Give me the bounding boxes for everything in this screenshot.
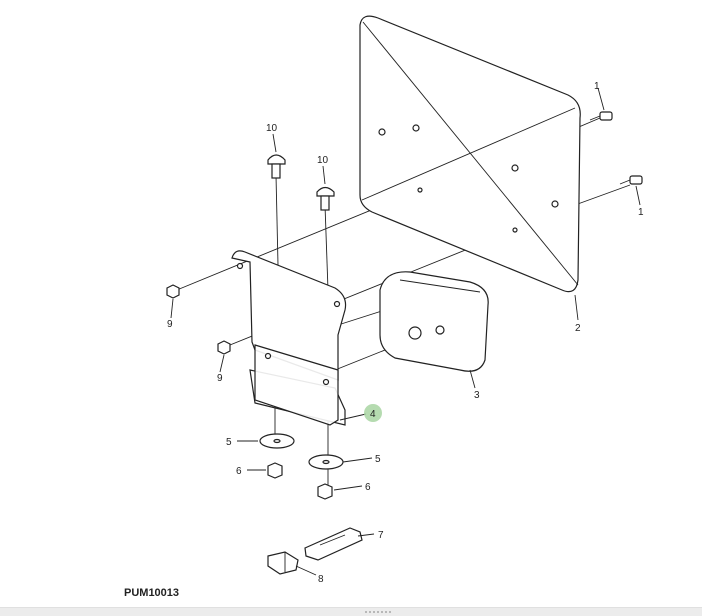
grip-handle-icon[interactable] <box>365 611 393 613</box>
callout-5[interactable]: 5 <box>226 437 232 448</box>
callout-8[interactable]: 8 <box>318 574 324 585</box>
bolt-part-1[interactable] <box>589 111 643 185</box>
callout-9[interactable]: 9 <box>167 319 173 330</box>
connector-part-8[interactable] <box>267 551 299 575</box>
callout-6[interactable]: 6 <box>236 466 242 477</box>
callout-highlight <box>364 404 382 422</box>
resize-splitter[interactable] <box>0 607 702 616</box>
callout-7[interactable]: 7 <box>378 530 384 541</box>
callout-6[interactable]: 6 <box>365 482 371 493</box>
callout-9[interactable]: 9 <box>217 373 223 384</box>
callout-1[interactable]: 1 <box>594 81 600 92</box>
connector-part-7[interactable] <box>304 527 363 561</box>
figure-id-label: PUM10013 <box>124 587 180 599</box>
nut-part-9[interactable] <box>166 284 231 355</box>
callout-leaders <box>170 87 641 576</box>
bracket-part-4[interactable] <box>231 250 347 426</box>
callout-10[interactable]: 10 <box>317 155 329 166</box>
nut-part-6[interactable] <box>267 462 333 500</box>
callout-1[interactable]: 1 <box>638 207 644 218</box>
callout-5[interactable]: 5 <box>375 454 381 465</box>
callout-2[interactable]: 2 <box>575 323 581 334</box>
plate-part-2[interactable] <box>359 15 581 293</box>
carriage-bolt-part-10[interactable] <box>267 154 335 211</box>
callout-10[interactable]: 10 <box>266 123 278 134</box>
lamp-part-3[interactable] <box>379 271 489 372</box>
callout-3[interactable]: 3 <box>474 390 480 401</box>
callout-4[interactable]: 4 <box>370 409 376 420</box>
